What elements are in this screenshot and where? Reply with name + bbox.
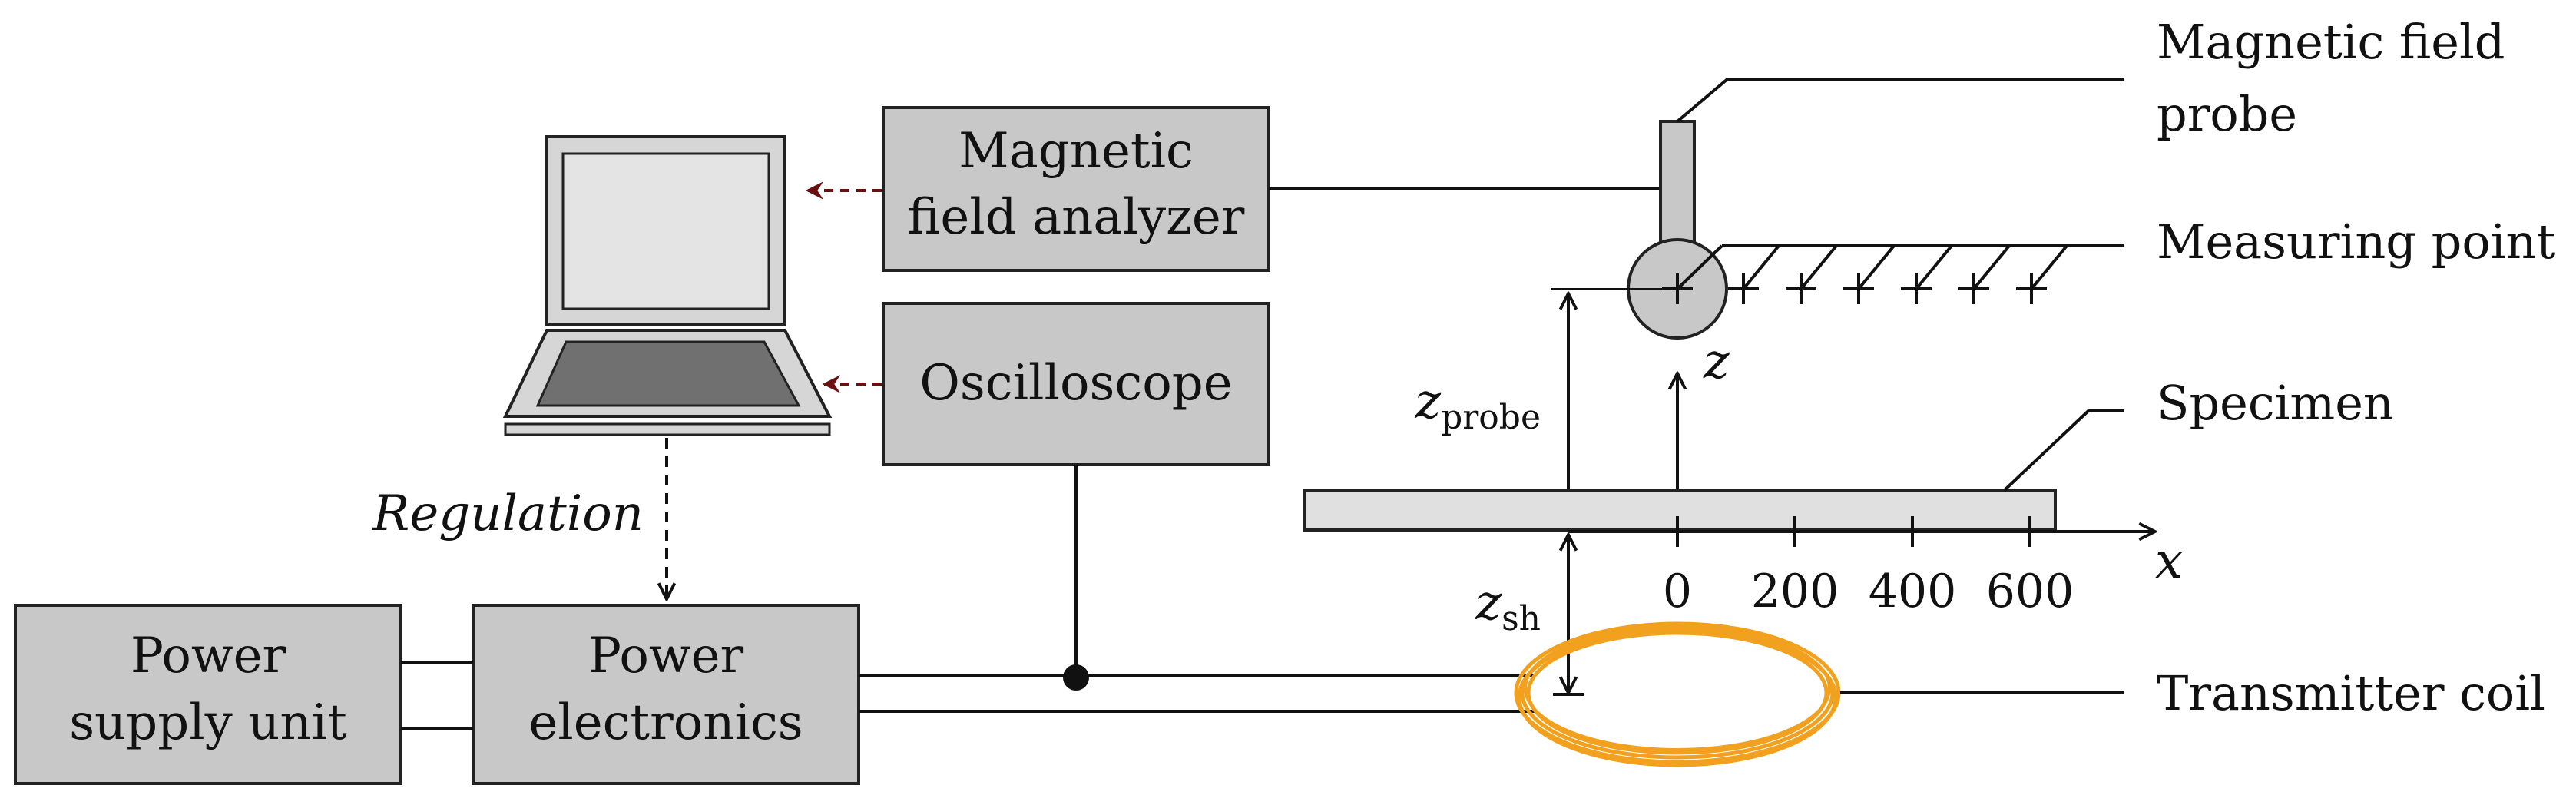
svg-text:supply unit: supply unit [69, 694, 347, 751]
x-tick-label-0: 0 [1663, 565, 1692, 618]
probe-leader-line [1676, 78, 2124, 123]
probe-label-line2: probe [2157, 86, 2297, 142]
z-probe-label: zprobe [1414, 373, 1541, 437]
x-axis-label: x [2155, 533, 2183, 590]
svg-text:electronics: electronics [528, 694, 803, 751]
junction-dot [1063, 664, 1089, 691]
laptop-icon [502, 135, 833, 436]
x-tick-label-600: 600 [1986, 565, 2074, 618]
svg-text:Power: Power [588, 628, 744, 684]
regulation-label: Regulation [372, 485, 644, 542]
x-axis-ticks: 0 200 400 600 [1663, 516, 2074, 618]
oscilloscope-box: Oscilloscope [882, 302, 1270, 466]
svg-text:Oscilloscope: Oscilloscope [919, 355, 1232, 412]
transmitter-coil [1514, 621, 1841, 767]
magnetic-field-analyzer-box: Magnetic field analyzer [882, 106, 1270, 272]
svg-text:Power: Power [131, 628, 286, 684]
z-axis-label: z [1703, 333, 1730, 390]
specimen-label: Specimen [2157, 375, 2394, 431]
probe-label-line1: Magnetic field [2157, 14, 2505, 70]
specimen-leader-line [2003, 409, 2124, 492]
laptop-keyboard [535, 340, 801, 407]
svg-text:Magnetic: Magnetic [959, 123, 1194, 180]
measuring-point-label: Measuring point [2157, 214, 2555, 270]
specimen-plate [1303, 489, 2057, 532]
laptop-screen [561, 152, 770, 310]
transmitter-coil-label: Transmitter coil [2157, 665, 2545, 721]
svg-text:field analyzer: field analyzer [908, 189, 1245, 246]
x-tick-label-400: 400 [1869, 565, 1957, 618]
magnetic-field-probe [1627, 120, 1728, 340]
power-electronics-box: Power electronics [472, 604, 860, 785]
z-sh-label: zsh [1475, 575, 1541, 638]
measuring-points [1676, 244, 2124, 304]
power-supply-unit-box: Power supply unit [14, 604, 402, 785]
x-tick-label-200: 200 [1751, 565, 1839, 618]
